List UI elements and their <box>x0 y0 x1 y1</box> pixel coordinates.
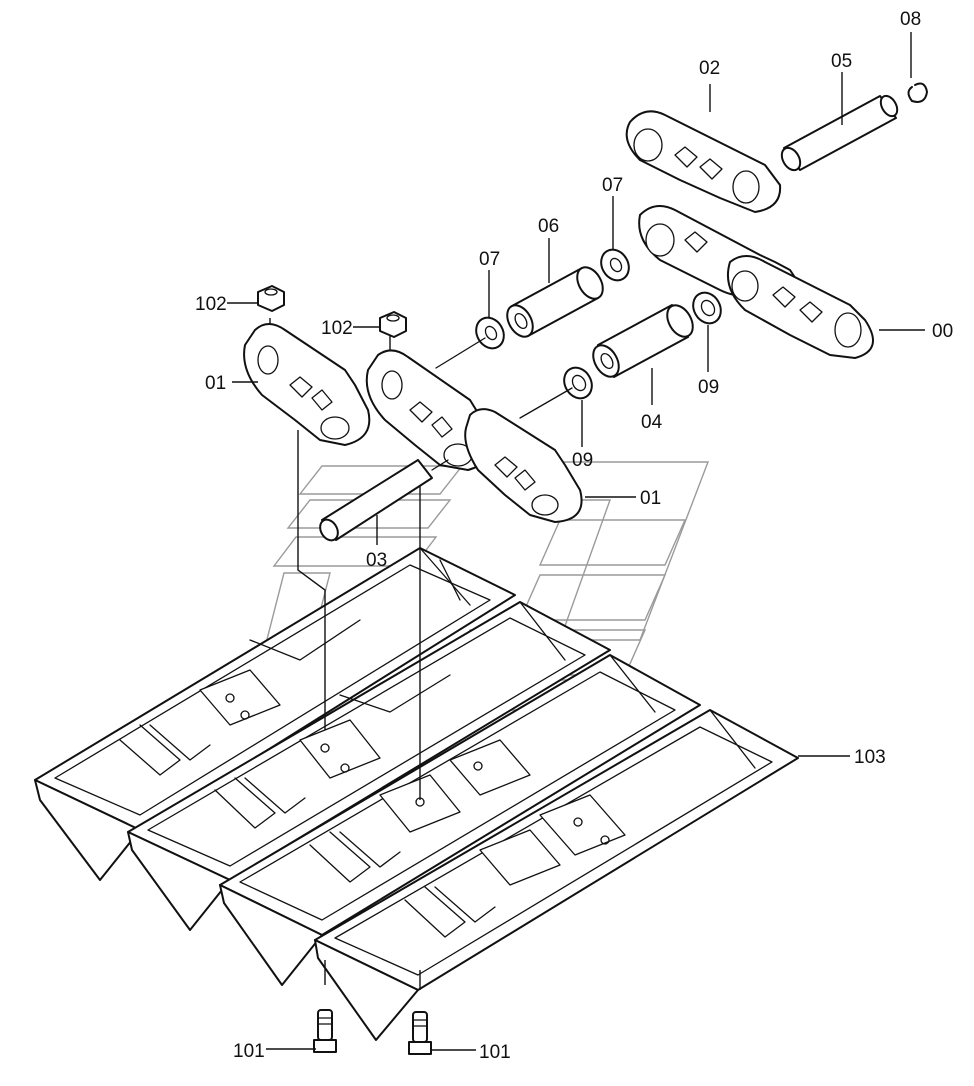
track-shoe-2[interactable] <box>127 601 611 931</box>
track-shoe-4[interactable] <box>314 709 799 1041</box>
spacer-07-left[interactable] <box>435 313 509 369</box>
label-06: 06 <box>538 216 559 237</box>
label-05: 05 <box>831 51 852 72</box>
track-shoe-1[interactable] <box>34 547 516 881</box>
label-101-left: 101 <box>233 1041 265 1062</box>
track-link-01-left[interactable] <box>243 323 371 446</box>
label-102-left: 102 <box>195 294 227 315</box>
label-102-right: 102 <box>321 318 353 339</box>
track-shoe-3[interactable] <box>219 654 701 986</box>
label-04: 04 <box>641 412 663 433</box>
label-08: 08 <box>900 9 921 30</box>
label-101-right: 101 <box>479 1042 511 1063</box>
master-pin-05[interactable] <box>778 93 900 173</box>
track-link-assembly-00[interactable] <box>638 205 874 359</box>
bushing-04[interactable] <box>588 301 698 381</box>
master-bushing-06[interactable] <box>502 263 608 341</box>
label-02: 02 <box>699 58 720 79</box>
shoe-bolt-101-left[interactable] <box>313 1009 337 1053</box>
label-01-right: 01 <box>640 488 661 509</box>
spacer-07-right[interactable] <box>596 245 635 286</box>
master-link-02[interactable] <box>625 110 782 213</box>
label-03: 03 <box>366 550 387 571</box>
seal-09-left[interactable] <box>519 363 597 419</box>
label-07-right: 07 <box>602 175 623 196</box>
label-09-left: 09 <box>572 450 593 471</box>
shoe-nut-102-right[interactable] <box>379 311 407 338</box>
track-pin-03[interactable] <box>317 459 449 544</box>
track-link-01-right[interactable] <box>464 408 583 523</box>
label-00: 00 <box>932 321 953 342</box>
shoe-nut-102-left[interactable] <box>257 285 285 312</box>
callout-labels: 102 102 01 02 05 08 06 07 07 00 09 09 04… <box>195 9 953 1063</box>
snap-ring-08[interactable] <box>907 82 928 103</box>
label-09-right: 09 <box>698 377 719 398</box>
label-01-left: 01 <box>205 373 226 394</box>
seal-09-right[interactable] <box>688 288 727 329</box>
shoe-bolt-101-right[interactable] <box>408 1011 432 1055</box>
callout-leaders <box>227 32 925 1051</box>
label-103: 103 <box>854 747 886 768</box>
label-07-left: 07 <box>479 249 500 270</box>
